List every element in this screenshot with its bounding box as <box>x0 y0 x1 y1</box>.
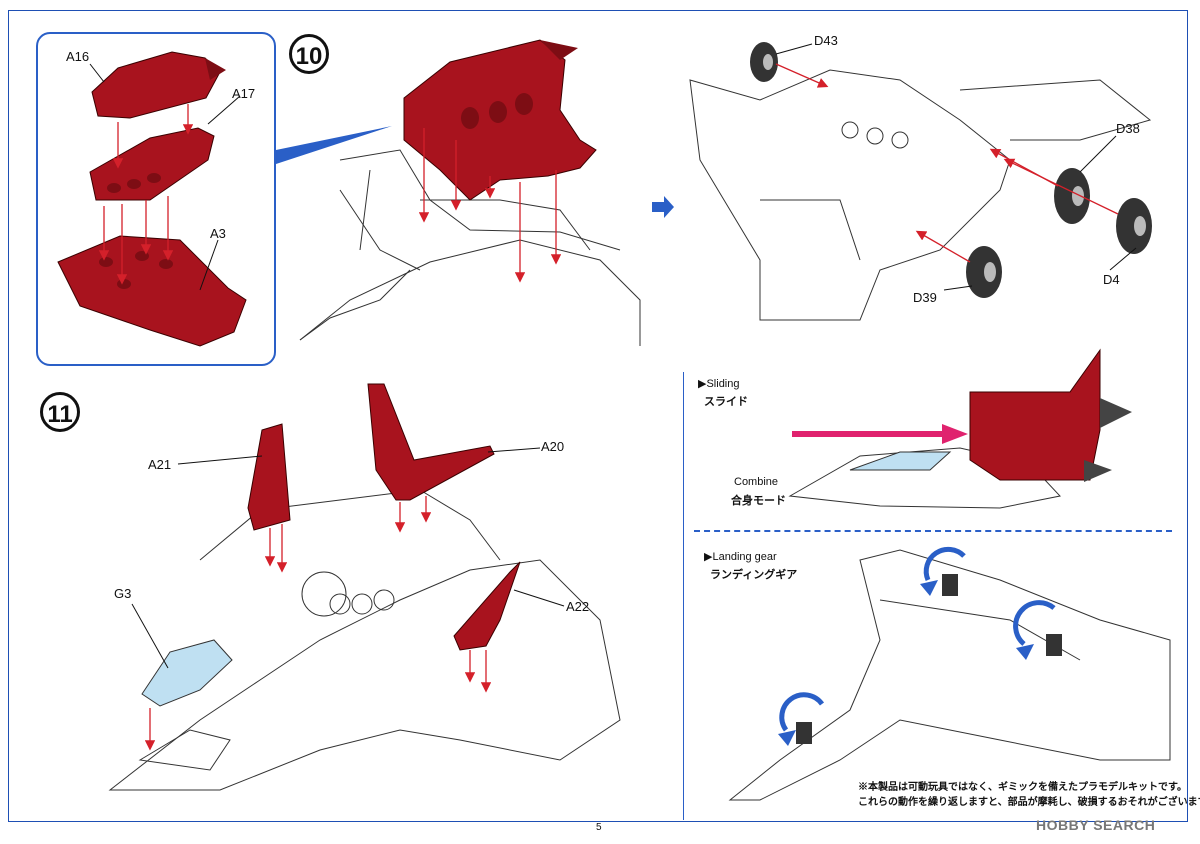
combine-jp: 合身モード <box>731 495 786 507</box>
vertical-divider <box>683 372 684 820</box>
label-a3: A3 <box>210 226 226 241</box>
wheel-d4 <box>1116 198 1152 254</box>
step11-part-a22 <box>453 561 521 651</box>
label-a21: A21 <box>148 457 172 472</box>
label-d38: D38 <box>1116 121 1140 136</box>
step11-part-a21 <box>247 423 291 531</box>
page-frame <box>8 10 1188 822</box>
sliding-title: ▶Sliding <box>698 378 740 390</box>
inset-part-a16 <box>91 51 226 119</box>
inset-arrows <box>98 104 194 285</box>
wheel-leaders <box>775 43 1137 291</box>
callout-pointer <box>276 126 392 164</box>
gear-rotate-arrows <box>779 546 1056 732</box>
label-g3: G3 <box>114 586 132 601</box>
next-arrow <box>652 196 674 218</box>
inset-part-a3 <box>57 235 247 347</box>
hobby-search-watermark: HOBBY SEARCH <box>1036 817 1156 833</box>
disclaimer-line-1: ※本製品は可動玩具ではなく、ギミックを備えたプラモデルキットです。 <box>858 782 1187 793</box>
label-a20: A20 <box>541 439 565 454</box>
label-a17: A17 <box>232 86 256 101</box>
step11-canopy-g3 <box>141 639 233 707</box>
wheel-d38 <box>1054 168 1090 224</box>
inset-leaders <box>89 63 241 291</box>
label-d43: D43 <box>814 33 838 48</box>
step10-inset-panel <box>36 32 276 366</box>
wheel-arrows <box>775 63 1119 263</box>
inset-part-a17 <box>89 127 215 201</box>
landing-gear-title: ▶Landing gear <box>704 551 777 563</box>
step-10-badge: 10 <box>289 34 329 74</box>
step11-part-a20 <box>367 383 495 501</box>
page-number: 5 <box>596 822 602 833</box>
disclaimer-note: ※本製品は可動玩具ではなく、ギミックを備えたプラモデルキットです。 これらの動作… <box>858 780 1200 810</box>
slide-arrow <box>792 424 968 444</box>
sliding-jp: スライド <box>704 396 748 408</box>
step11-body <box>108 489 621 791</box>
step-11-badge: 11 <box>40 392 80 432</box>
wheel-d39 <box>966 246 1002 298</box>
gear-legs <box>796 574 1062 744</box>
landing-gear-jp: ランディングギア <box>710 569 798 581</box>
combine-jet <box>788 348 1132 509</box>
label-a16: A16 <box>66 49 90 64</box>
step10-red-part <box>403 39 597 201</box>
label-d4: D4 <box>1103 272 1120 287</box>
dashed-divider <box>694 530 1172 532</box>
label-d39: D39 <box>913 290 937 305</box>
disclaimer-line-2: これらの動作を繰り返しますと、部品が摩耗し、破損するおそれがございます <box>858 797 1200 808</box>
wheel-d43 <box>750 42 778 82</box>
gear-arrowheads <box>778 580 1034 746</box>
label-a22: A22 <box>566 599 590 614</box>
combine-title: Combine <box>734 476 779 488</box>
wheel-panel-body <box>689 69 1152 321</box>
step11-leaders <box>131 447 565 669</box>
step10-arrows <box>418 128 562 283</box>
step11-arrows <box>144 496 492 751</box>
